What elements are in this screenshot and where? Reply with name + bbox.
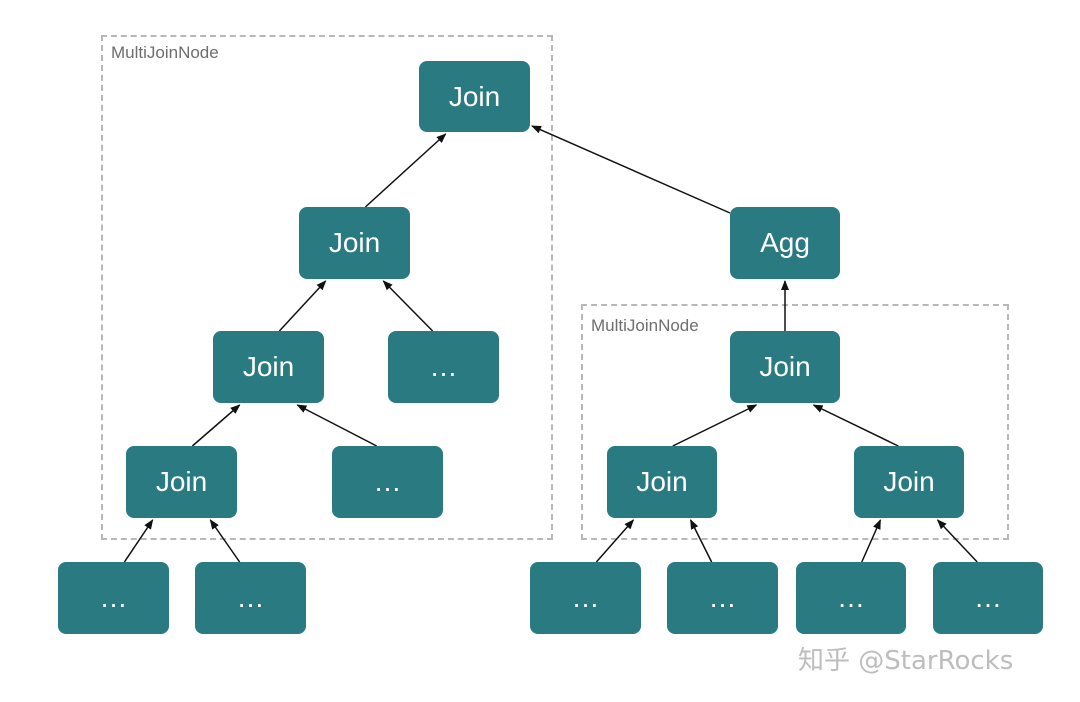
ellipsis-leaf-2-node: … <box>195 562 306 634</box>
ellipsis-left-level3-node: … <box>332 446 443 518</box>
edge-ellipsis-leaf-4-to-join-r2a <box>689 519 713 563</box>
group-label-left: MultiJoinNode <box>111 43 219 62</box>
join-root-node: Join <box>419 61 530 132</box>
join-left-level3-node: Join <box>126 446 237 518</box>
edge-ellipsis-leaf-3-to-join-r2a <box>595 519 635 563</box>
edge-join-r2a-to-join-r1 <box>672 404 758 447</box>
edge-ellipsis-leaf-1-to-join-l3 <box>123 519 154 563</box>
edge-ellipsis-leaf-2-to-join-l3 <box>209 519 241 563</box>
ellipsis-leaf-1-node: … <box>58 562 169 634</box>
edge-agg-to-join-root <box>531 125 731 214</box>
edge-ellipsis-leaf-5-to-join-r2b <box>861 519 882 563</box>
edge-ellipsis-leaf-6-to-join-r2b <box>936 519 978 563</box>
multijoin-group-right: MultiJoinNode <box>581 304 1009 540</box>
agg-node: Agg <box>730 207 840 279</box>
ellipsis-leaf-4-node: … <box>667 562 778 634</box>
edge-ellipsis-l2-to-join-l1 <box>382 280 434 332</box>
join-left-level2-node: Join <box>213 331 324 403</box>
edge-join-l2-to-join-l1 <box>278 280 327 332</box>
join-left-level1-node: Join <box>299 207 410 279</box>
join-right-level2b-node: Join <box>854 446 964 518</box>
edge-join-l1-to-join-root <box>364 133 447 208</box>
watermark-text: 知乎 @StarRocks <box>798 646 1014 676</box>
join-right-level1-node: Join <box>730 331 840 403</box>
ellipsis-leaf-6-node: … <box>933 562 1043 634</box>
group-label-right: MultiJoinNode <box>591 316 699 335</box>
join-right-level2a-node: Join <box>607 446 717 518</box>
edge-join-r2b-to-join-r1 <box>812 404 899 447</box>
ellipsis-leaf-5-node: … <box>796 562 906 634</box>
edge-ellipsis-l3-to-join-l2 <box>296 404 377 447</box>
multijoin-group-left: MultiJoinNode <box>101 35 553 540</box>
ellipsis-leaf-3-node: … <box>530 562 641 634</box>
ellipsis-left-level2-node: … <box>388 331 499 403</box>
edge-join-l3-to-join-l2 <box>191 404 241 447</box>
